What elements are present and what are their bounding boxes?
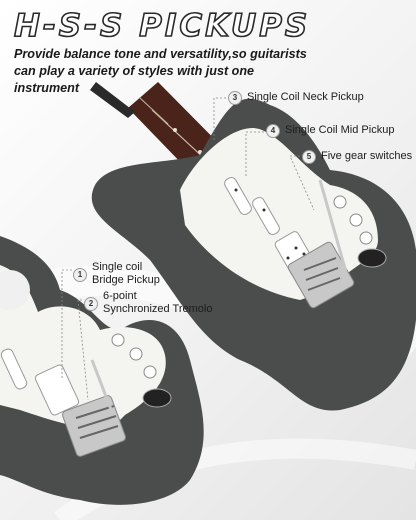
callout-bridge-pickup: 1 Single coil Bridge Pickup: [73, 261, 160, 287]
guitar-body-lower: [0, 236, 204, 505]
guitar-body-upper: [91, 98, 416, 411]
callout-leaders: [61, 97, 315, 401]
callout-number: 4: [266, 124, 280, 138]
page-title: H-S-S PICKUPS: [13, 7, 311, 45]
callout-label: Single coil Bridge Pickup: [92, 261, 160, 287]
callout-number: 1: [73, 268, 87, 282]
callout-line: Synchronized Tremolo: [103, 303, 213, 315]
callout-mid-pickup: 4 Single Coil Mid Pickup: [266, 124, 394, 138]
subtitle: Provide balance tone and versatility,so …: [14, 47, 307, 95]
callout-number: 2: [84, 297, 98, 311]
callout-label: 6-point Synchronized Tremolo: [103, 290, 212, 316]
callout-line: Bridge Pickup: [92, 274, 160, 286]
callout-number: 5: [302, 150, 316, 164]
callout-gear-switches: 5 Five gear switches: [302, 150, 412, 164]
callout-line: 6-point: [103, 290, 137, 302]
callout-label: Single Coil Mid Pickup: [285, 124, 395, 136]
callout-tremolo: 2 6-point Synchronized Tremolo: [84, 290, 212, 316]
callout-line: Single coil: [92, 261, 143, 273]
callout-label: Five gear switches: [321, 150, 413, 162]
callout-number: 3: [228, 91, 242, 105]
callout-neck-pickup: 3 Single Coil Neck Pickup: [228, 91, 364, 105]
callout-label: Single Coil Neck Pickup: [247, 91, 364, 103]
